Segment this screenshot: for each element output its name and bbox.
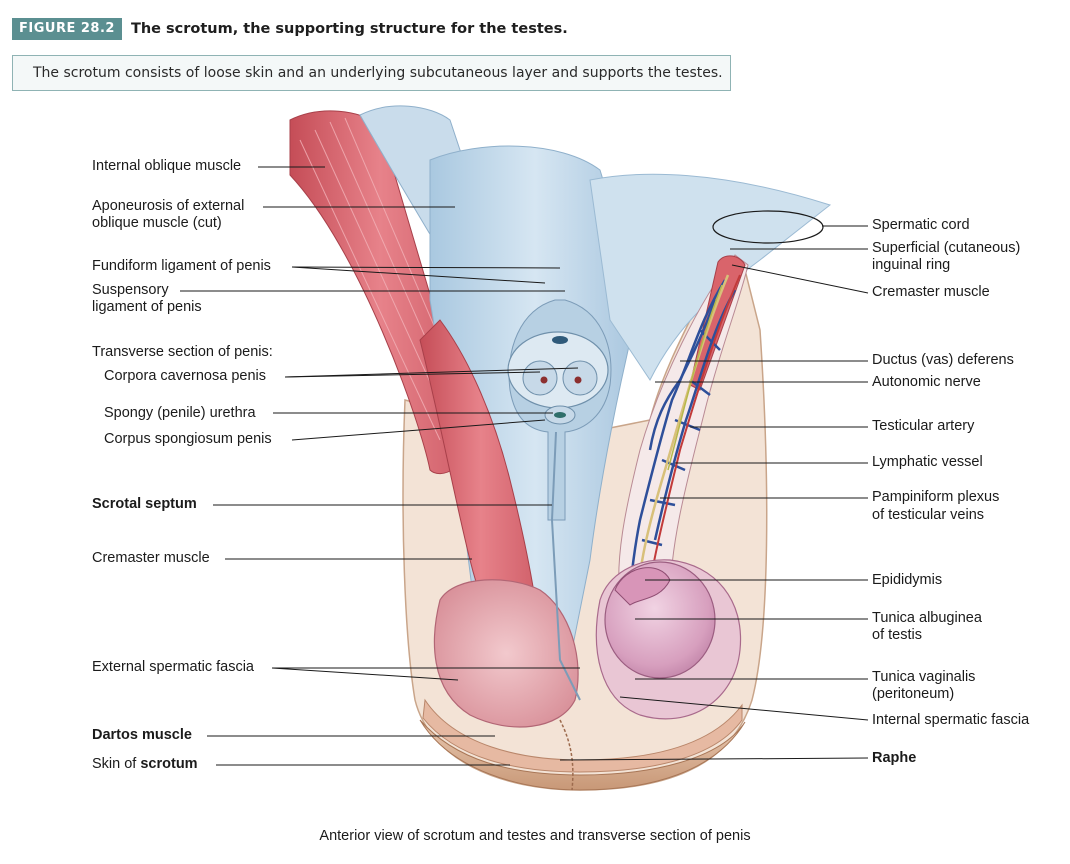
label-lymphatic-vessel: Lymphatic vessel [872, 454, 983, 470]
corpus-cavernosum-left [522, 360, 558, 396]
penis-transverse-section [507, 299, 612, 521]
label-spongy-urethra: Spongy (penile) urethra [104, 405, 256, 421]
scrotal-septum [550, 431, 581, 701]
left-testis-coverings [433, 579, 579, 728]
figure-title: The scrotum, the supporting structure fo… [130, 21, 568, 37]
label-dartos-muscle: Dartos muscle [92, 727, 192, 743]
right-fascia-fan [589, 173, 832, 381]
testicular-artery [647, 274, 741, 596]
label-suspensory-line1: Suspensory [92, 282, 169, 298]
label-tunica-albuginea-line1: Tunica albuginea [872, 610, 982, 626]
label-tunica-albuginea-line2: of testis [872, 627, 922, 643]
label-tunica-vaginalis-line2: (peritoneum) [872, 686, 955, 702]
label-aponeurosis-line1: Aponeurosis of external [92, 198, 245, 214]
label-internal-spermatic-fascia: Internal spermatic fascia [872, 712, 1030, 728]
label-internal-oblique-muscle: Internal oblique muscle [92, 158, 242, 174]
right-testis [595, 559, 742, 720]
label-ductus-deferens: Ductus (vas) deferens [872, 352, 1014, 368]
right-cremaster-muscle [689, 255, 746, 391]
label-aponeurosis-line2: oblique muscle (cut) [92, 215, 222, 231]
label-skin-of: Skin of [92, 756, 141, 772]
label-skin-of-scrotum: Skin of scrotum [92, 756, 198, 773]
label-pampiniform-line1: Pampiniform plexus [872, 489, 1000, 505]
leader-lines [180, 166, 869, 766]
label-raphe: Raphe [872, 750, 917, 766]
figure-header: FIGURE 28.2 The scrotum, the supporting … [12, 16, 568, 42]
label-external-spermatic-fascia: External spermatic fascia [92, 659, 254, 675]
label-epididymis: Epididymis [872, 572, 943, 588]
bottom-caption: Anterior view of scrotum and testes and … [319, 828, 751, 844]
raphe-seam [559, 719, 574, 791]
label-scrotal-septum: Scrotal septum [92, 496, 197, 512]
dartos-layer [422, 698, 743, 773]
label-corpora-cavernosa: Corpora cavernosa penis [104, 368, 267, 384]
label-transverse-section: Transverse section of penis: [92, 344, 273, 360]
spermatic-cord-ellipse [712, 210, 824, 244]
ductus-deferens [636, 274, 730, 596]
label-spermatic-cord: Spermatic cord [872, 217, 970, 233]
figure-number-badge: FIGURE 28.2 [12, 18, 122, 40]
label-corpus-spongiosum: Corpus spongiosum penis [104, 431, 272, 447]
label-pampiniform-line2: of testicular veins [872, 507, 985, 523]
label-tunica-vaginalis-line1: Tunica vaginalis [872, 669, 976, 685]
label-suspensory-line2: ligament of penis [92, 299, 202, 315]
autonomic-nerve [667, 284, 723, 471]
figure-summary-box: The scrotum consists of loose skin and a… [12, 55, 731, 91]
label-scrotum-word: scrotum [140, 756, 198, 772]
internal-oblique-muscle [289, 110, 471, 475]
scrotum-skin-band [419, 719, 746, 791]
label-cremaster-muscle-right: Cremaster muscle [872, 284, 990, 300]
label-testicular-artery: Testicular artery [872, 418, 975, 434]
label-cremaster-muscle-left: Cremaster muscle [92, 550, 210, 566]
label-fundiform-ligament: Fundiform ligament of penis [92, 258, 271, 274]
label-superficial-ring-line2: inguinal ring [872, 257, 951, 273]
label-autonomic-nerve: Autonomic nerve [872, 374, 981, 390]
figure-summary-text: The scrotum consists of loose skin and a… [33, 65, 723, 81]
label-superficial-ring-line1: Superficial (cutaneous) [872, 240, 1021, 256]
spongy-urethra [554, 412, 566, 418]
